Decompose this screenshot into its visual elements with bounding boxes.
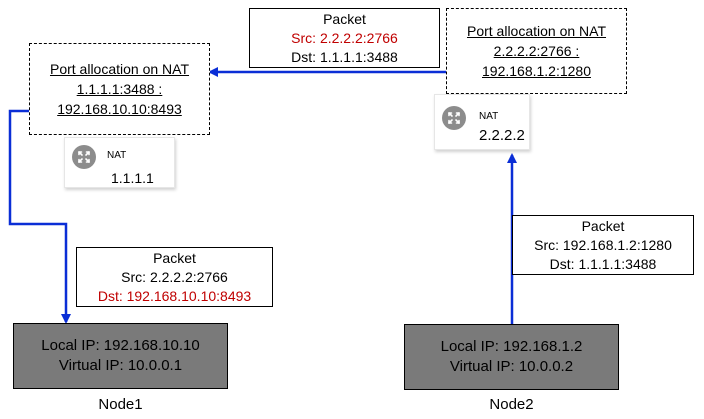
nat1-port-allocation: Port allocation on NAT 1.1.1.1:3488 : 19…: [29, 43, 210, 135]
packet-top-dst: Dst: 1.1.1.1:3488: [291, 48, 398, 65]
packet-left: Packet Src: 2.2.2.2:2766 Dst: 192.168.10…: [76, 247, 273, 307]
router-icon: [71, 144, 97, 170]
router-icon: [441, 105, 467, 131]
nat1-tag: NAT: [107, 150, 127, 161]
packet-top: Packet Src: 2.2.2.2:2766 Dst: 1.1.1.1:34…: [249, 8, 440, 68]
nat2-port-allocation: Port allocation on NAT 2.2.2.2:2766 : 19…: [446, 8, 627, 94]
packet-left-src: Src: 2.2.2.2:2766: [121, 268, 228, 285]
node2-virtual-ip: Virtual IP: 10.0.0.2: [449, 358, 574, 375]
packet-top-src: Src: 2.2.2.2:2766: [291, 29, 398, 46]
nat1-port-line1: 1.1.1.1:3488 :: [76, 81, 163, 97]
packet-right-title: Packet: [581, 217, 625, 234]
packet-left-dst: Dst: 192.168.10.10:8493: [97, 287, 252, 304]
packet-right-dst: Dst: 1.1.1.1:3488: [549, 255, 657, 272]
nat1-port-line2: 192.168.10.10:8493: [57, 101, 182, 117]
nat1-ip: 1.1.1.1: [111, 170, 154, 186]
packet-left-title: Packet: [153, 249, 196, 266]
packet-top-title: Packet: [323, 10, 366, 27]
nat2-port-line1: 2.2.2.2:2766 :: [493, 43, 580, 59]
nat1-card: NAT 1.1.1.1: [64, 137, 175, 188]
arrow-nat1-to-node1: [8, 109, 71, 324]
nat2-port-line2: 192.168.1.2:1280: [482, 63, 591, 79]
nat1-port-title: Port allocation on NAT: [49, 61, 190, 77]
nat2-port-title: Port allocation on NAT: [466, 23, 607, 39]
node2-box: Local IP: 192.168.1.2 Virtual IP: 10.0.0…: [404, 324, 619, 390]
node1-virtual-ip: Virtual IP: 10.0.0.1: [58, 357, 183, 374]
node1-local-ip: Local IP: 192.168.10.10: [41, 337, 200, 354]
packet-right-src: Src: 192.168.1.2:1280: [534, 236, 672, 253]
nat2-ip: 2.2.2.2: [479, 127, 525, 144]
node1-label: Node1: [98, 396, 143, 413]
node2-local-ip: Local IP: 192.168.1.2: [440, 338, 583, 355]
packet-right: Packet Src: 192.168.1.2:1280 Dst: 1.1.1.…: [512, 215, 694, 275]
nat2-card: NAT 2.2.2.2: [434, 94, 530, 150]
node1-box: Local IP: 192.168.10.10 Virtual IP: 10.0…: [13, 323, 228, 389]
nat2-tag: NAT: [479, 111, 499, 122]
node2-label: Node2: [489, 396, 534, 413]
